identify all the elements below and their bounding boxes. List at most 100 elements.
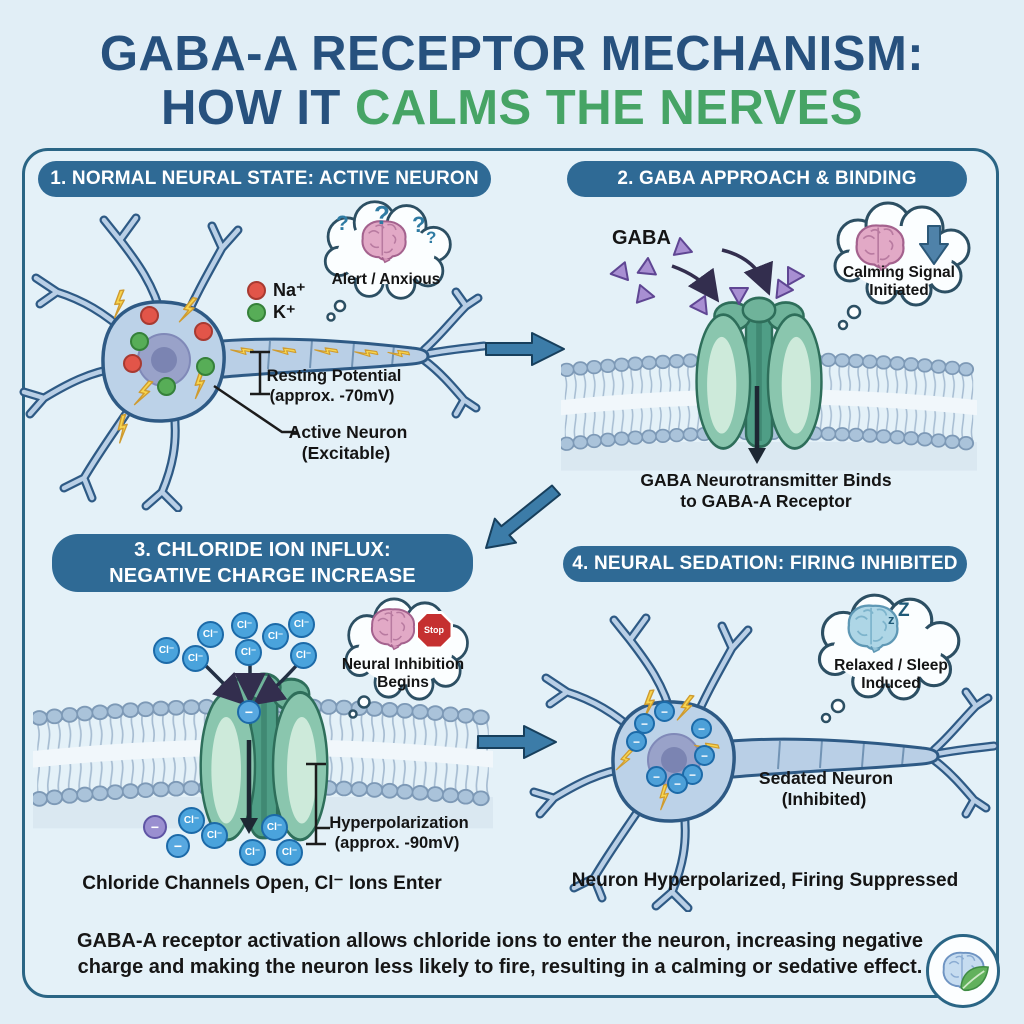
brain-icon-sleeping: [847, 604, 899, 654]
ion-label: Cl⁻: [295, 650, 312, 661]
chloride-ion: Cl⁻: [153, 637, 180, 664]
potassium-ion: [196, 357, 215, 376]
question-mark-icon: ?: [336, 212, 349, 235]
chloride-ion: Cl⁻: [288, 611, 315, 638]
question-mark-icon: ?: [374, 200, 390, 230]
brain-icon: [370, 608, 416, 651]
negative-ion: −: [166, 834, 190, 858]
negative-ion: −: [667, 773, 688, 794]
ion-label: Cl⁻: [158, 645, 175, 656]
gaba-label: GABA: [612, 227, 671, 249]
chloride-ion: Cl⁻: [276, 839, 303, 866]
neural-inhibition-label2: Begins: [377, 674, 429, 691]
chloride-ion: Cl⁻: [182, 645, 209, 672]
title-line2-highlight: CALMS THE NERVES: [354, 81, 864, 135]
minus-label: −: [700, 748, 708, 763]
minus-label: −: [652, 769, 660, 784]
legend-potassium-label: K⁺: [273, 302, 296, 322]
ion-label: Cl⁻: [202, 629, 219, 640]
ion-label: Cl⁻: [206, 830, 223, 841]
chloride-ion: Cl⁻: [261, 814, 288, 841]
resting-potential-label: Resting Potential: [266, 367, 402, 385]
negative-ion: −: [654, 701, 675, 722]
ion-label: Cl⁻: [240, 647, 257, 658]
stop-sign-icon: Stop: [415, 611, 453, 649]
binding-caption-line2: to GABA-A Receptor: [680, 491, 852, 511]
legend-potassium-dot: [247, 303, 266, 322]
sodium-ion: [194, 322, 213, 341]
minus-label: −: [660, 704, 668, 719]
minus-label: −: [673, 776, 681, 791]
chloride-ion: Cl⁻: [239, 839, 266, 866]
question-mark-icon: ?: [426, 228, 437, 247]
panel2-header: 2. GABA APPROACH & BINDING: [567, 161, 967, 197]
resting-potential-value: (approx. -70mV): [269, 387, 395, 405]
calming-signal-label1: Calming Signal: [843, 264, 955, 281]
panel3-caption: Chloride Channels Open, Cl⁻ Ions Enter: [82, 873, 442, 894]
ion-label: Cl⁻: [281, 847, 298, 858]
negative-ion: −: [626, 731, 647, 752]
panel3-header-line1: 3. CHLORIDE ION INFLUX:: [134, 539, 391, 561]
chloride-in-channel: −: [237, 700, 261, 724]
ion-label: Cl⁻: [187, 653, 204, 664]
chloride-ion: Cl⁻: [201, 822, 228, 849]
calming-signal-label2: Initiated: [869, 282, 929, 299]
brand-logo: [926, 934, 1000, 1008]
ion-label: Cl⁻: [267, 631, 284, 642]
panel4-header: 4. NEURAL SEDATION: FIRING INHIBITED: [563, 546, 967, 582]
sedated-neuron-sublabel: (Inhibited): [781, 789, 867, 809]
panel1-header: 1. NORMAL NEURAL STATE: ACTIVE NEURON: [38, 161, 491, 197]
brain-leaf-logo-icon: [942, 951, 989, 992]
sleep-z-icon: Z: [898, 600, 910, 621]
chloride-ion: Cl⁻: [290, 642, 317, 669]
legend-sodium-label: Na⁺: [273, 280, 306, 300]
negative-ion: −: [646, 766, 667, 787]
ion-label: Cl⁻: [266, 822, 283, 833]
panel3-header-line2: NEGATIVE CHARGE INCREASE: [109, 565, 416, 587]
panel4-caption: Neuron Hyperpolarized, Firing Suppressed: [571, 870, 959, 891]
page-title-line2: HOW IT CALMS THE NERVES: [0, 80, 1024, 136]
minus-label: −: [173, 838, 183, 854]
minus-label: −: [150, 819, 160, 835]
chloride-ion: Cl⁻: [262, 623, 289, 650]
active-neuron-sublabel: (Excitable): [301, 443, 391, 463]
minus-label: −: [697, 721, 705, 736]
potassium-ion: [157, 377, 176, 396]
panel3-header: 3. CHLORIDE ION INFLUX: NEGATIVE CHARGE …: [52, 534, 473, 592]
chloride-ion: Cl⁻: [197, 621, 224, 648]
ion-label: Cl⁻: [244, 847, 261, 858]
negative-ion: −: [634, 713, 655, 734]
active-neuron-label: Active Neuron: [288, 422, 408, 442]
footer-summary-line1: GABA-A receptor activation allows chlori…: [76, 930, 924, 952]
chloride-ion: Cl⁻: [178, 807, 205, 834]
ion-label: Cl⁻: [183, 815, 200, 826]
ion-label: Cl⁻: [293, 619, 310, 630]
negative-ion: −: [694, 745, 715, 766]
relaxed-sleep-label1: Relaxed / Sleep: [834, 657, 948, 674]
chloride-ion: Cl⁻: [231, 612, 258, 639]
hyperpolarization-label: Hyperpolarization: [329, 814, 469, 832]
sodium-ion: [140, 306, 159, 325]
sleep-z-icon: z: [888, 612, 895, 627]
title-line2-prefix: HOW IT: [160, 81, 355, 135]
chloride-ion: Cl⁻: [235, 639, 262, 666]
negative-ion: −: [691, 718, 712, 739]
legend-sodium-dot: [247, 281, 266, 300]
negative-ion: −: [143, 815, 167, 839]
question-mark-icon: ?: [412, 212, 426, 237]
potassium-ion: [130, 332, 149, 351]
relaxed-sleep-label2: Induced: [861, 675, 921, 692]
ion-label: Cl⁻: [236, 620, 253, 631]
minus-label: −: [244, 704, 254, 720]
alert-anxious-label: Alert / Anxious: [331, 271, 441, 288]
minus-label: −: [688, 767, 696, 782]
binding-caption-line1: GABA Neurotransmitter Binds: [640, 470, 892, 490]
page-title-line1: GABA-A RECEPTOR MECHANISM:: [99, 27, 925, 81]
footer-summary-line2: charge and making the neuron less likely…: [77, 956, 923, 978]
minus-label: −: [640, 716, 648, 731]
hyperpolarization-value: (approx. -90mV): [334, 834, 460, 852]
sedated-neuron-label: Sedated Neuron: [758, 768, 894, 788]
sodium-ion: [123, 354, 142, 373]
stop-sign-label: Stop: [424, 625, 444, 635]
